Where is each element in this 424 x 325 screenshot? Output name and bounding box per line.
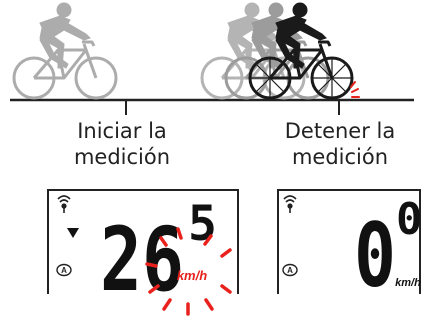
speed-decimal: 0 [396,194,423,245]
speed-decimal: 5 [188,196,217,252]
caption-stop-line1: Detener la [284,119,396,143]
ghost-cyclist-start [12,2,118,100]
flashing-unit-indicator: km/h [145,227,232,316]
caption-stop-line2: medición [291,145,389,169]
svg-text:A: A [287,266,293,275]
lcd-bezel [277,189,421,294]
caption-stop-measurement: Detener la medición [270,118,410,170]
flash-rays-icon [145,227,232,316]
sensor-flash-icon [350,81,360,98]
auto-mode-icon: A [282,263,298,277]
auto-mode-icon: A [56,263,72,277]
lcd-display-stop: A 0 0 km/h [277,189,423,302]
sensor-signal-icon [57,195,71,213]
caption-start-line1: Iniciar la [77,119,167,143]
svg-text:A: A [61,266,67,275]
lcd-bezel [47,189,239,294]
sensor-signal-icon [283,195,297,213]
speed-value: 0 [354,204,396,302]
speed-unit-flashing: km/h [177,268,207,283]
caption-start-line2: medición [73,145,171,169]
caption-start-measurement: Iniciar la medición [52,118,192,170]
lcd-display-start: A 26 5 km/h [47,189,239,316]
cycling-scene [10,2,414,115]
speed-value: 26 [100,208,184,311]
active-cyclist [248,2,354,100]
speed-unit: km/h [395,277,421,289]
pace-arrow-icon [67,228,79,238]
